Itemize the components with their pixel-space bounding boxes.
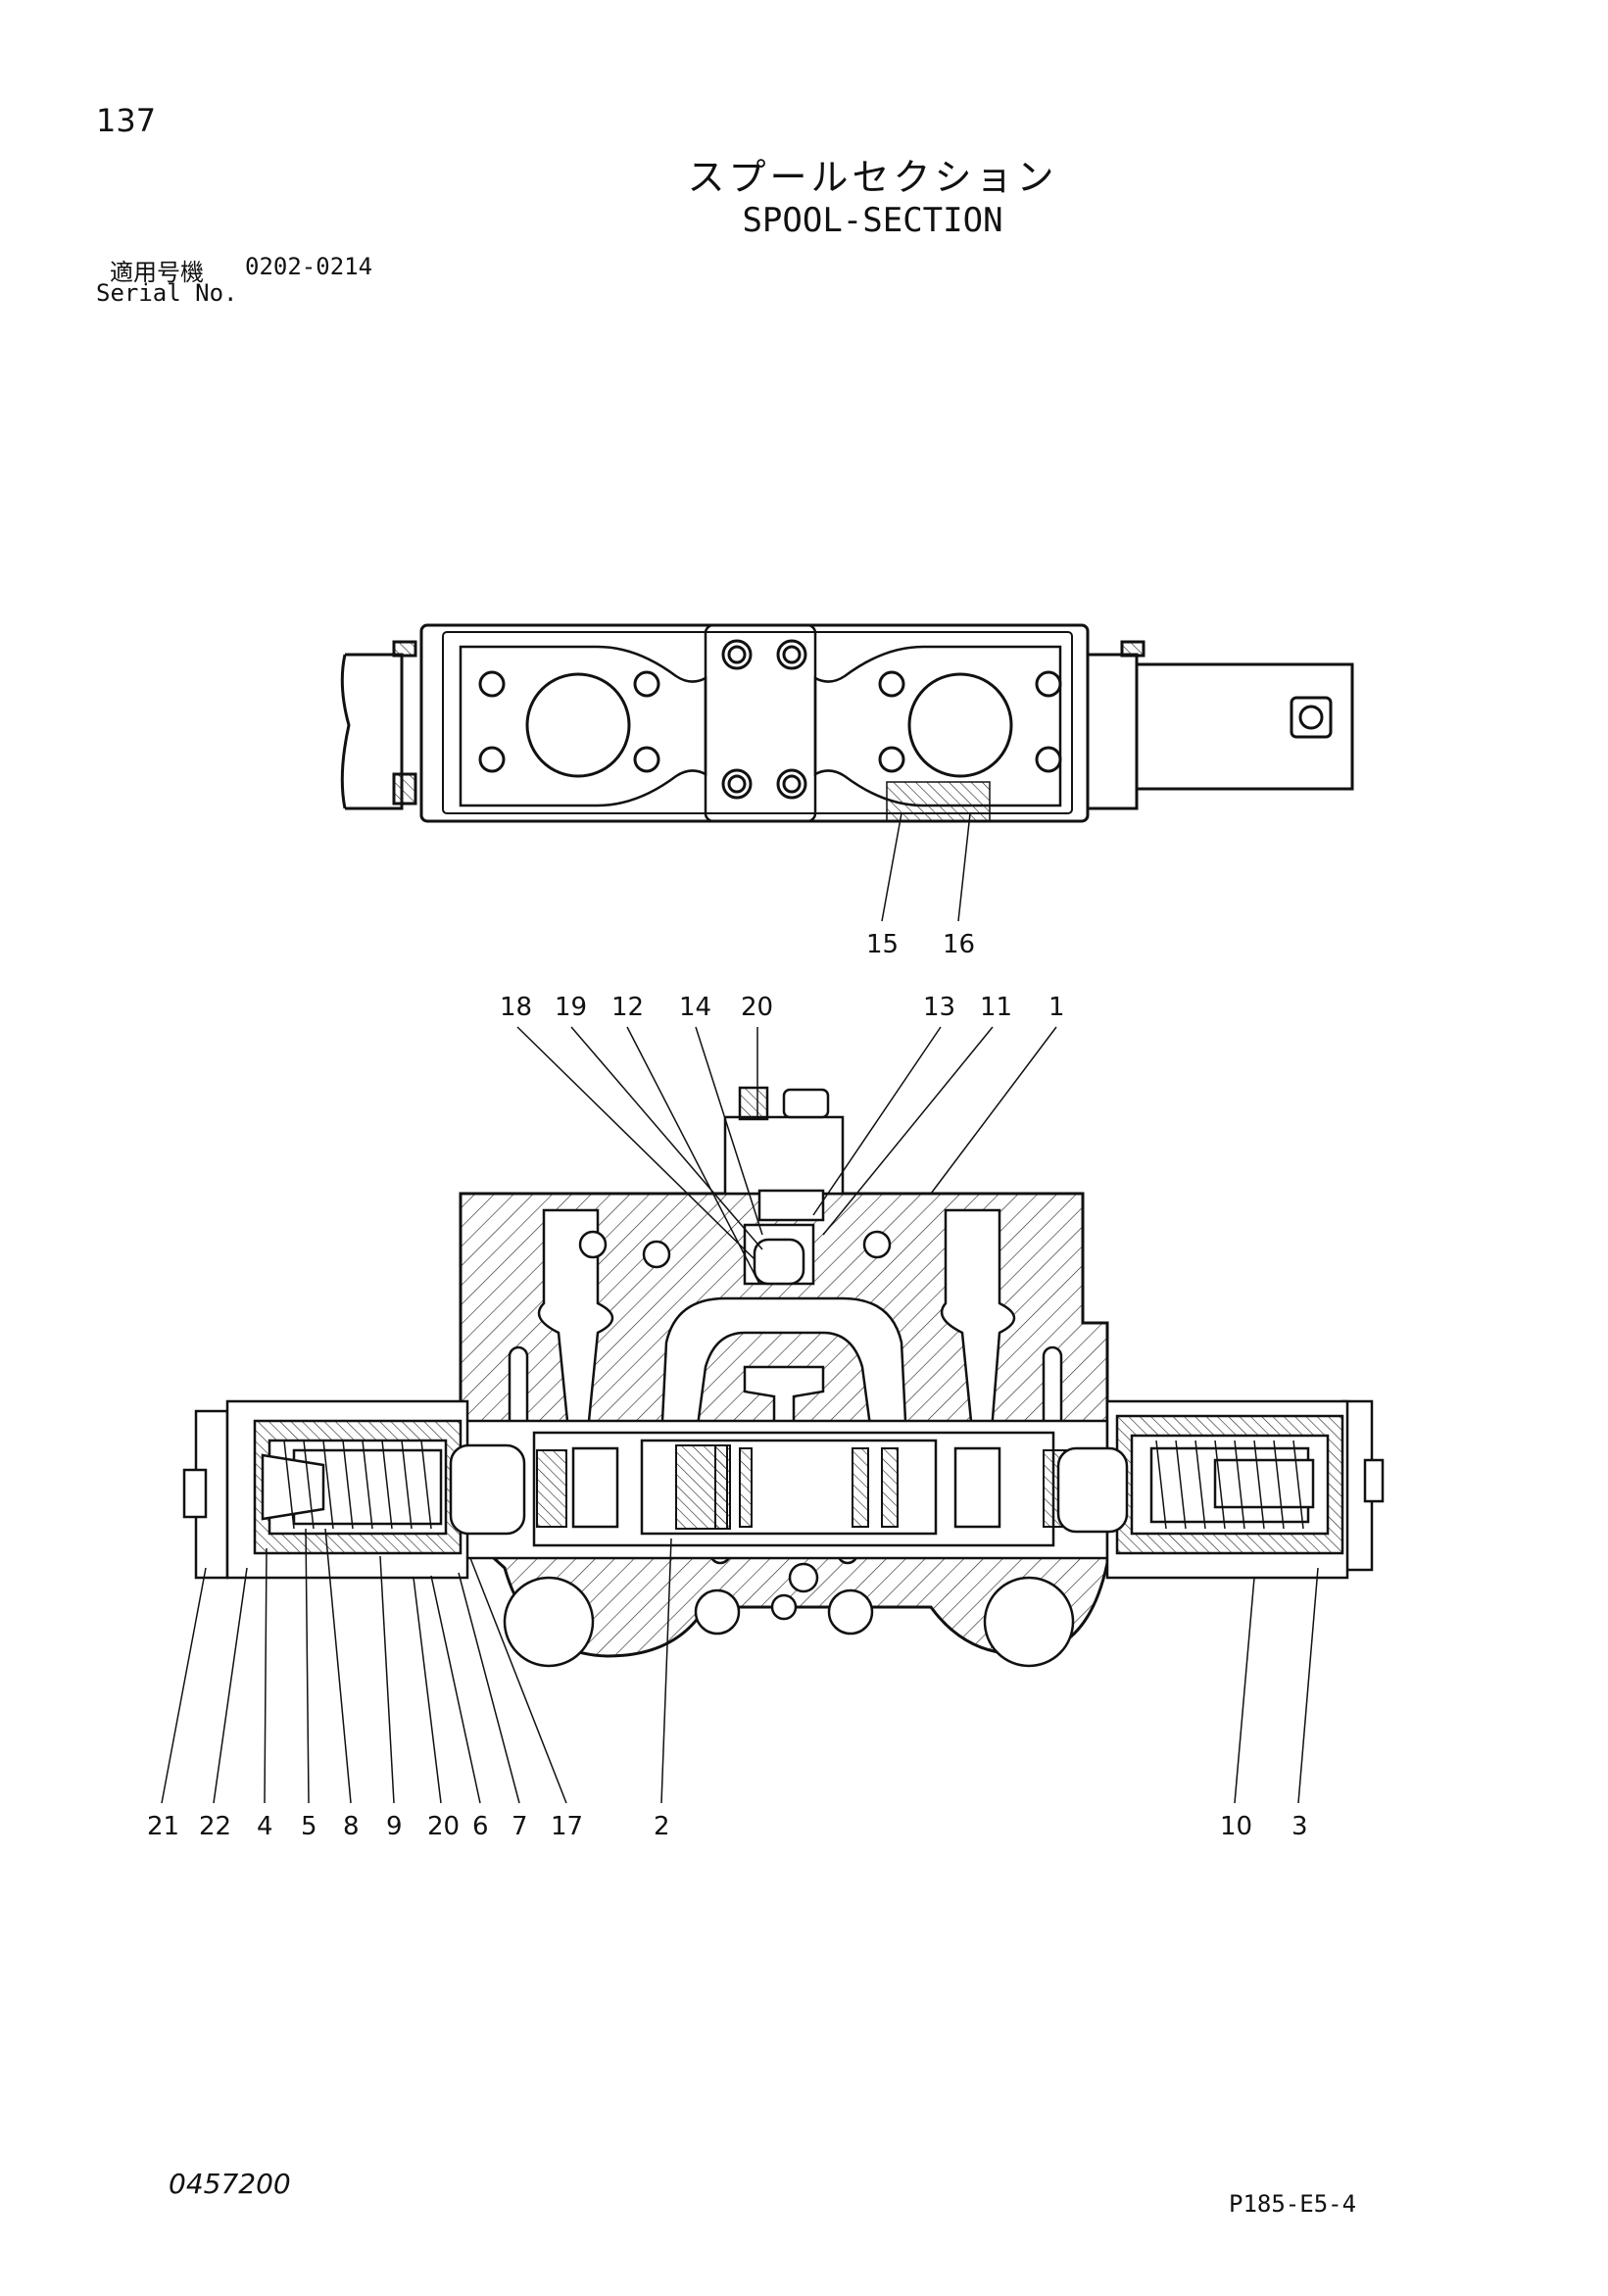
callout-13: 13 <box>923 993 955 1022</box>
callout-11: 11 <box>980 993 1012 1022</box>
callout-15: 15 <box>866 930 899 959</box>
callout-5: 5 <box>301 1812 317 1841</box>
callout-20-bottom: 20 <box>427 1812 460 1841</box>
callout-14: 14 <box>679 993 711 1022</box>
section-bottom-leaders <box>161 1528 1319 1804</box>
callout-3: 3 <box>1291 1812 1308 1841</box>
callout-12: 12 <box>611 993 644 1022</box>
section-view <box>182 1086 1385 1668</box>
callout-labels: 15 16 18 19 12 14 20 13 11 1 21 22 4 5 8… <box>147 930 1308 1841</box>
page-code: P185-E5-4 <box>1229 2190 1357 2218</box>
callout-1: 1 <box>1048 993 1065 1022</box>
callout-22: 22 <box>199 1812 231 1841</box>
callout-6: 6 <box>472 1812 489 1841</box>
callout-10: 10 <box>1220 1812 1252 1841</box>
title-english: SPOOL-SECTION <box>742 201 1003 240</box>
callout-17: 17 <box>551 1812 583 1841</box>
callout-19: 19 <box>555 993 587 1022</box>
page-number: 137 <box>96 102 157 139</box>
callout-8: 8 <box>343 1812 360 1841</box>
callout-9: 9 <box>386 1812 403 1841</box>
top-view-leaders <box>881 812 971 922</box>
title-japanese: スプールセクション <box>687 156 1058 199</box>
drawing-number: 0457200 <box>169 2168 291 2200</box>
callout-20-top: 20 <box>741 993 773 1022</box>
callout-16: 16 <box>943 930 975 959</box>
callout-21: 21 <box>147 1812 179 1841</box>
callout-4: 4 <box>257 1812 273 1841</box>
callout-18: 18 <box>500 993 532 1022</box>
callout-2: 2 <box>654 1812 670 1841</box>
callout-7: 7 <box>512 1812 528 1841</box>
top-view <box>340 623 1354 823</box>
serial-label-english: Serial No. <box>96 279 238 307</box>
serial-label-japanese: 適用号機 <box>110 259 204 286</box>
section-top-leaders <box>516 1026 1057 1285</box>
serial-range: 0202-0214 <box>245 253 373 280</box>
